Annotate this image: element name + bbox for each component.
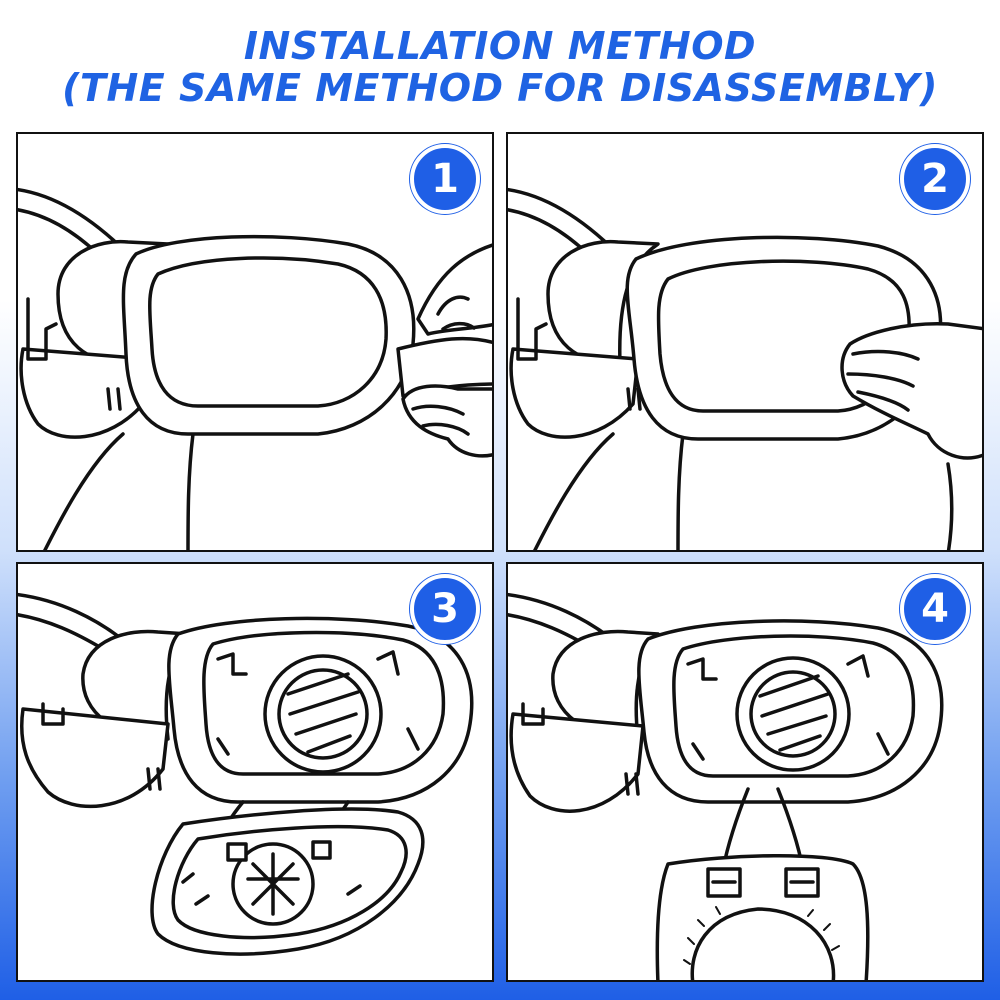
step-2-illustration (508, 188, 982, 550)
step-number-badge: 2 (900, 144, 970, 214)
step-number-badge: 1 (410, 144, 480, 214)
step-4-panel: 4 (506, 562, 984, 982)
step-4-illustration (508, 592, 944, 980)
title-line-2: (THE SAME METHOD FOR DISASSEMBLY) (62, 66, 938, 110)
step-number-badge: 4 (900, 574, 970, 644)
step-number-badge: 3 (410, 574, 480, 644)
step-1-illustration (18, 188, 492, 550)
step-1-panel: 1 (16, 132, 494, 552)
step-2-panel: 2 (506, 132, 984, 552)
step-3-illustration (18, 592, 474, 956)
step-3-panel: 3 (16, 562, 494, 982)
title-line-1: INSTALLATION METHOD (243, 24, 757, 68)
